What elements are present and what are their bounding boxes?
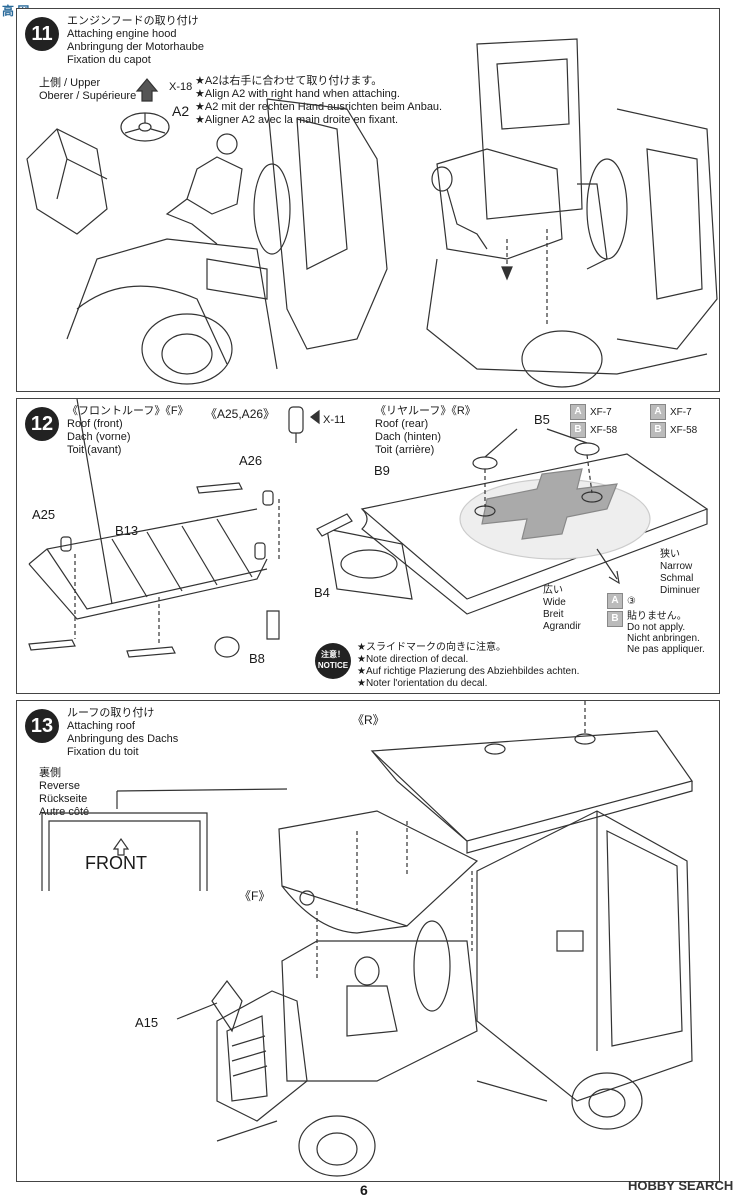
reverse-label: 裏側 Reverse Rückseite Autre côté bbox=[39, 767, 90, 818]
step-12-number: 12 bbox=[25, 407, 59, 441]
hobby-search-logo: HOBBY SEARCH bbox=[628, 1178, 734, 1193]
part-b13-label: B13 bbox=[115, 523, 139, 538]
step-12-drawing bbox=[28, 399, 709, 658]
front-marking-text: FRONT bbox=[85, 853, 147, 873]
step-11-number: 11 bbox=[25, 17, 59, 51]
step-13-drawing bbox=[41, 701, 693, 1177]
rear-roof-r-label: 《R》 bbox=[352, 713, 385, 727]
part-a26-label: A26 bbox=[239, 453, 263, 468]
rear-roof-label: 《リヤルーフ》《R》 Roof (rear) Dach (hinten) Toi… bbox=[375, 405, 476, 456]
part-a25-label: A25 bbox=[32, 507, 56, 522]
part-a2-label: A2 bbox=[172, 103, 190, 119]
part-b4-label: B4 bbox=[314, 585, 330, 600]
step-11-panel: 11 エンジンフードの取り付け Attaching engine hood An… bbox=[16, 8, 720, 392]
notice-badge: 注意！ NOTICE bbox=[315, 643, 351, 679]
step-11-notes: ★A2は右手に合わせて取り付けます。 ★Align A2 with right … bbox=[195, 75, 443, 126]
step-13-panel: 13 ルーフの取り付け Attaching roof Anbringung de… bbox=[16, 700, 720, 1182]
part-b5-label: B5 bbox=[534, 412, 550, 427]
step-12-panel: 12 《フロントルーフ》《F》 Roof (front) Dach (vorne… bbox=[16, 398, 720, 694]
page-number: 6 bbox=[360, 1182, 368, 1198]
wide-label: 広い Wide Breit Agrandir bbox=[543, 585, 581, 632]
part-b8-label: B8 bbox=[249, 651, 265, 666]
narrow-label: 狭い Narrow Schmal Diminuer bbox=[660, 549, 701, 596]
decal-b-note: B 貼りません。 Do not apply. Nicht anbringen. … bbox=[607, 611, 705, 655]
step-13-title: ルーフの取り付け Attaching roof Anbringung des D… bbox=[67, 707, 179, 758]
part-b9-label: B9 bbox=[374, 463, 390, 478]
step-13-number: 13 bbox=[25, 709, 59, 743]
notice-text: ★スライドマークの向きに注意。 ★Note direction of decal… bbox=[357, 642, 580, 689]
parts-pair-label: 《A25,A26》 bbox=[205, 407, 276, 421]
tool-code-x11: X-11 bbox=[323, 414, 346, 426]
tool-code: X-18 bbox=[169, 81, 193, 93]
front-roof-f-label: 《F》 bbox=[239, 889, 271, 903]
step-11-drawing bbox=[26, 38, 718, 388]
upper-label: 上側 / Upper Oberer / Supérieure bbox=[39, 77, 137, 102]
step-11-title: エンジンフードの取り付け Attaching engine hood Anbri… bbox=[67, 15, 204, 66]
part-a15-label: A15 bbox=[135, 1015, 159, 1030]
